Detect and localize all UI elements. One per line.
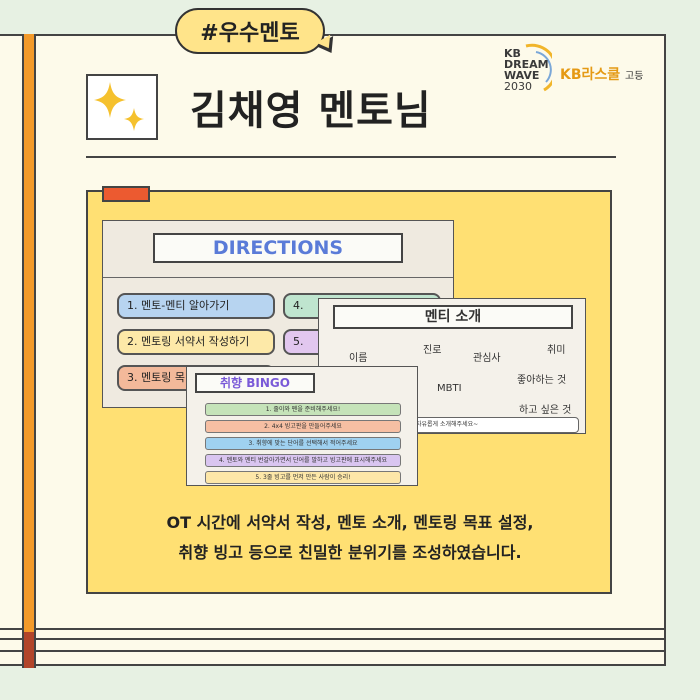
caption-line: OT 시간에 서약서 작성, 멘토 소개, 멘토링 목표 설정, (166, 513, 534, 532)
card-tab (102, 186, 150, 202)
book-spine-bottom (22, 632, 36, 668)
caption-line: 취향 빙고 등으로 친밀한 분위기를 조성하였습니다. (178, 543, 522, 562)
bingo-row: 4. 멘토와 멘티 번갈아가면서 단어를 말하고 빙고판에 표시해주세요 (205, 454, 401, 467)
school-name: KB라스쿨 (560, 67, 621, 83)
bingo-title: 취향 BINGO (220, 376, 290, 390)
title-divider (86, 156, 616, 158)
intro-word: 관심사 (473, 353, 501, 364)
directions-title: DIRECTIONS (212, 237, 344, 259)
tag-badge: #우수멘토 (175, 8, 325, 54)
directions-item: 2. 멘토링 서약서 작성하기 (117, 329, 275, 355)
sparkle-icon-box (86, 74, 158, 140)
intro-word: 좋아하는 것 (517, 375, 567, 386)
bingo-slide: 취향 BINGO 1. 줄이와 펜을 준비해주세요! 2. 4x4 빙고판을 만… (186, 366, 418, 486)
intro-word: 하고 싶은 것 (519, 405, 572, 416)
logo-line: WAVE (504, 69, 540, 82)
page-title: 김채영 멘토님 (190, 88, 432, 134)
logo-line: KB (504, 47, 521, 60)
kb-school-logo: KB라스쿨 고등 (560, 64, 643, 84)
logo-line: DREAM (504, 58, 549, 71)
intro-word: MBTI (437, 383, 462, 394)
directions-item: 1. 멘토-멘티 알아가기 (117, 293, 275, 319)
intro-word: 진로 (423, 345, 442, 356)
book-spine (22, 34, 36, 668)
sparkle-icon (94, 82, 144, 131)
bingo-row: 1. 줄이와 펜을 준비해주세요! (205, 403, 401, 416)
school-level: 고등 (625, 71, 644, 82)
kb-dream-wave-logo: KB DREAM WAVE 2030 (504, 48, 549, 92)
logo-line: 2030 (504, 80, 532, 93)
intro-word: 이름 (349, 353, 368, 364)
intro-word: 취미 (547, 345, 566, 356)
bingo-banner: 취향 BINGO (195, 373, 315, 393)
intro-footer: 자유롭게 소개해주세요~ (409, 417, 579, 433)
bingo-row: 2. 4x4 빙고판을 만들어주세요 (205, 420, 401, 433)
bottom-lines (0, 628, 666, 668)
caption: OT 시간에 서약서 작성, 멘토 소개, 멘토링 목표 설정, 취향 빙고 등… (0, 508, 700, 568)
bingo-row: 3. 취향에 맞는 단어를 선택해서 적어주세요 (205, 437, 401, 450)
bingo-row: 5. 3줄 빙고를 먼저 만든 사람이 승리! (205, 471, 401, 484)
mentor-intro-title: 멘티 소개 (424, 309, 482, 325)
tag-text: #우수멘토 (200, 21, 300, 46)
kb-wave-logo-arc (525, 43, 552, 92)
directions-banner: DIRECTIONS (153, 233, 403, 263)
mentor-intro-banner: 멘티 소개 (333, 305, 573, 329)
